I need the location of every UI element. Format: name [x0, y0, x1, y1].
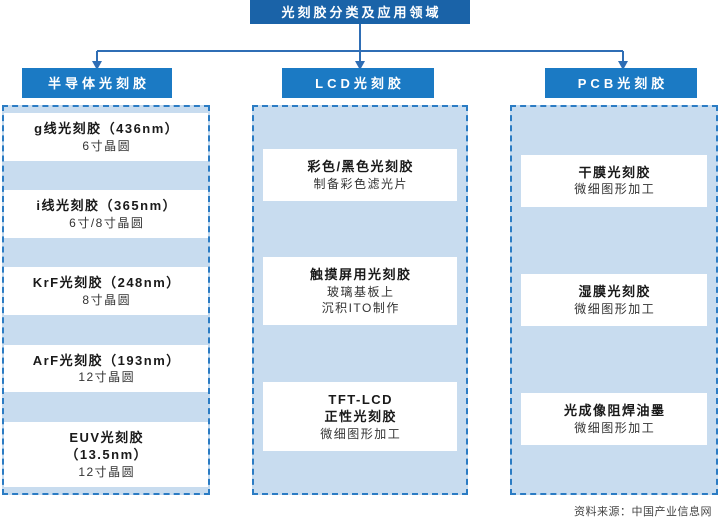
item-list-semiconductor: g线光刻胶（436nm） 6寸晶圆 i线光刻胶（365nm） 6寸/8寸晶圆 K…	[4, 107, 208, 493]
item-subtitle-line2: 沉积ITO制作	[321, 300, 400, 315]
item-subtitle: 8寸晶圆	[82, 292, 132, 307]
item-list-pcb: 干膜光刻胶 微细图形加工 湿膜光刻胶 微细图形加工 光成像阻焊油墨 微细图形加工	[512, 107, 716, 493]
item-subtitle: 12寸晶圆	[78, 370, 136, 385]
title-row: 光刻胶分类及应用领域	[0, 0, 720, 24]
list-item[interactable]: g线光刻胶（436nm） 6寸晶圆	[4, 113, 208, 161]
item-subtitle: 微细图形加工	[574, 301, 656, 316]
list-item[interactable]: 触摸屏用光刻胶 玻璃基板上 沉积ITO制作	[263, 257, 457, 326]
list-item[interactable]: 彩色/黑色光刻胶 制备彩色滤光片	[263, 149, 457, 201]
item-subtitle: 玻璃基板上	[326, 284, 395, 299]
item-subtitle: 制备彩色滤光片	[313, 176, 408, 191]
list-item[interactable]: EUV光刻胶 （13.5nm） 12寸晶圆	[4, 421, 208, 487]
item-list-lcd: 彩色/黑色光刻胶 制备彩色滤光片 触摸屏用光刻胶 玻璃基板上 沉积ITO制作 T…	[254, 107, 466, 493]
panel-semiconductor: g线光刻胶（436nm） 6寸晶圆 i线光刻胶（365nm） 6寸/8寸晶圆 K…	[2, 105, 210, 495]
column-header-semiconductor[interactable]: 半导体光刻胶	[22, 68, 172, 98]
column-header-lcd[interactable]: LCD光刻胶	[282, 68, 434, 98]
column-header-pcb[interactable]: PCB光刻胶	[545, 68, 697, 98]
item-subtitle: 12寸晶圆	[78, 464, 136, 479]
item-subtitle: 6寸/8寸晶圆	[69, 215, 145, 230]
item-title: 湿膜光刻胶	[578, 284, 651, 300]
column-headers: 半导体光刻胶 LCD光刻胶 PCB光刻胶	[0, 68, 720, 98]
list-item[interactable]: TFT-LCD 正性光刻胶 微细图形加工	[263, 381, 457, 451]
panel-lcd: 彩色/黑色光刻胶 制备彩色滤光片 触摸屏用光刻胶 玻璃基板上 沉积ITO制作 T…	[252, 105, 468, 495]
item-subtitle: 6寸晶圆	[82, 138, 132, 153]
item-title: ArF光刻胶（193nm）	[32, 352, 181, 368]
item-subtitle: 微细图形加工	[574, 421, 656, 435]
list-item[interactable]: KrF光刻胶（248nm） 8寸晶圆	[4, 267, 208, 316]
item-title: EUV光刻胶	[69, 429, 145, 445]
item-title: TFT-LCD	[328, 391, 394, 407]
source-note: 资料来源：中国产业信息网	[574, 506, 712, 518]
list-item[interactable]: ArF光刻胶（193nm） 12寸晶圆	[4, 344, 208, 393]
item-title-line2: （13.5nm）	[65, 447, 149, 463]
list-item[interactable]: i线光刻胶（365nm） 6寸/8寸晶圆	[4, 190, 208, 238]
list-item[interactable]: 湿膜光刻胶 微细图形加工	[521, 274, 707, 326]
item-title: 彩色/黑色光刻胶	[307, 159, 415, 175]
item-title: 干膜光刻胶	[578, 164, 651, 180]
item-title: 光成像阻焊油墨	[563, 403, 666, 419]
item-title: 触摸屏用光刻胶	[309, 267, 412, 283]
item-subtitle: 微细图形加工	[574, 182, 656, 197]
item-title: KrF光刻胶（248nm）	[32, 275, 181, 291]
item-title-line2: 正性光刻胶	[324, 409, 397, 425]
connector-lines	[0, 24, 720, 72]
page-title: 光刻胶分类及应用领域	[250, 0, 470, 24]
list-item[interactable]: 光成像阻焊油墨 微细图形加工	[521, 393, 707, 446]
list-item[interactable]: 干膜光刻胶 微细图形加工	[521, 154, 707, 207]
item-subtitle: 微细图形加工	[320, 426, 402, 441]
item-title: i线光刻胶（365nm）	[36, 198, 178, 214]
panel-pcb: 干膜光刻胶 微细图形加工 湿膜光刻胶 微细图形加工 光成像阻焊油墨 微细图形加工	[510, 105, 718, 495]
item-title: g线光刻胶（436nm）	[34, 121, 180, 136]
